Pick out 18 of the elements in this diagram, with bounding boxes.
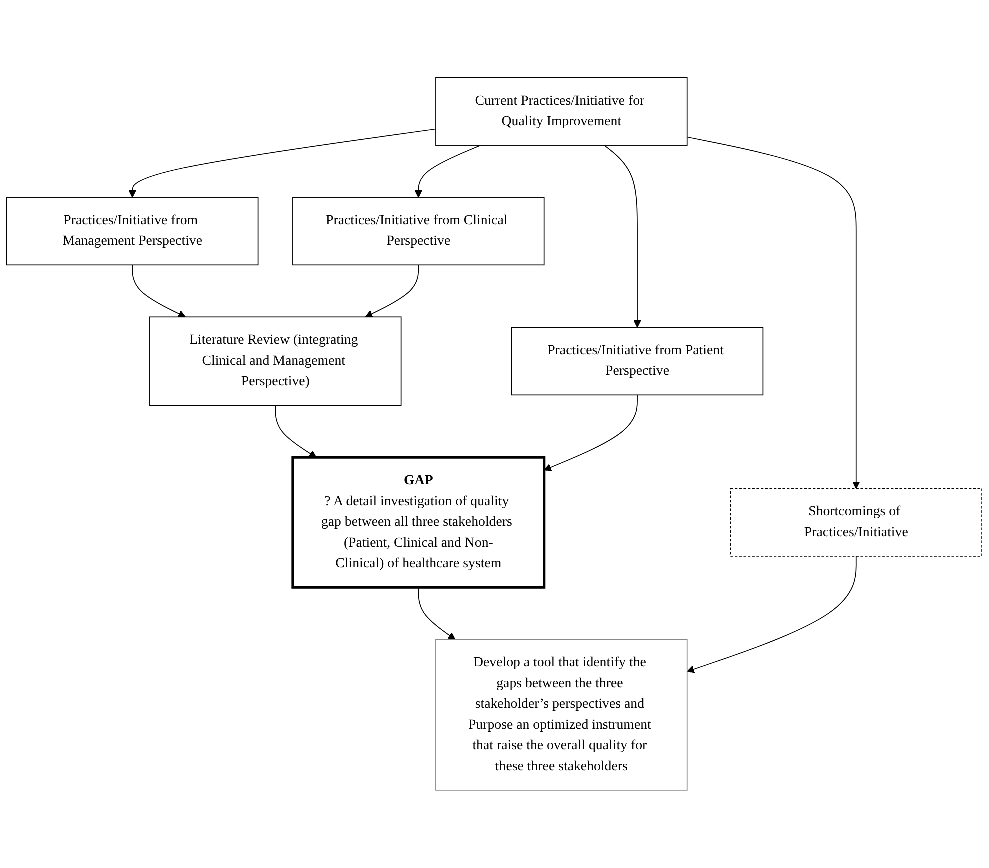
node-box: Literature Review (integrating Clinical and Management Perspective) [150,316,402,406]
arrow [128,128,436,198]
arrow [365,264,420,318]
node-box: Practices/Initiative from Clinical Perspective [292,196,545,266]
arrow [418,586,456,640]
arrow [604,144,642,328]
arrow [686,136,860,489]
arrow [687,556,857,673]
arrow [414,144,482,198]
node-box: Current Practices/Initiative for Quality Improvement [436,77,688,146]
node-box: Shortcomings of Practices/Initiative [730,488,982,557]
node-box: Practices/Initiative from Management Perspective [6,196,259,266]
node-box: Practices/Initiative from Patient Perspective [511,326,764,396]
node-box: GAP ? A detail investigation of quality gap between all three stakeholders (Patient, Clinical and Non-Clinical) of healthcare system [292,456,546,589]
arrow [132,264,186,318]
arrow [275,404,317,458]
arrow [544,394,638,472]
node-box: Develop a tool that identify the gaps between the three stakeholder’s perspectives and Purpose an optimized instrument that raise the overall quality for these three stakeholders [436,638,688,791]
